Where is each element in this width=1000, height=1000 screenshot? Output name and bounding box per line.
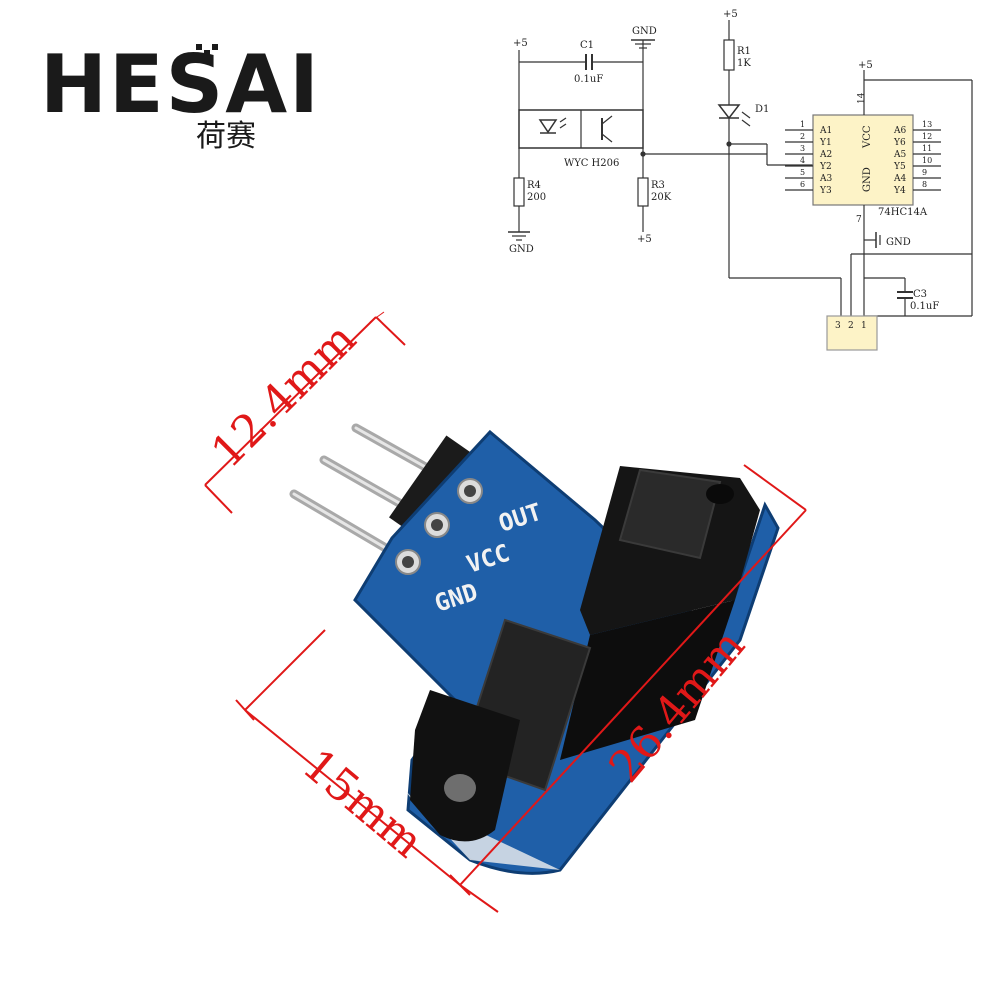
ic-right-pin-4: Y5 bbox=[893, 162, 906, 172]
ic-left-num-5: 5 bbox=[800, 168, 805, 177]
ic-right-pin-5: A4 bbox=[893, 174, 906, 184]
ic-left-pin-1: A1 bbox=[819, 126, 832, 136]
ic-right-pin-6: Y4 bbox=[893, 186, 906, 196]
r3-value: 20K bbox=[651, 192, 672, 203]
dimension-lines bbox=[204, 311, 807, 913]
ic-left-pin-6: Y3 bbox=[819, 186, 832, 196]
supply-label-1: +5 bbox=[513, 38, 528, 49]
ic-left-num-2: 2 bbox=[800, 132, 805, 141]
connector-pin-3: 3 bbox=[835, 321, 841, 331]
ic-right-num-6: 8 bbox=[922, 180, 927, 189]
ic-left-pin-3: A2 bbox=[819, 150, 832, 160]
c1-ref: C1 bbox=[580, 40, 594, 51]
schematic-labels: +5 C1 0.1uF GND WYC H206 R4 200 GND R3 2… bbox=[509, 9, 939, 331]
ic-right-num-5: 9 bbox=[922, 168, 927, 177]
c3-value: 0.1uF bbox=[910, 301, 939, 312]
supply-label-2: +5 bbox=[637, 234, 652, 245]
ic-left-pin-2: Y1 bbox=[819, 138, 832, 148]
ic-right-num-2: 12 bbox=[922, 132, 932, 141]
brand-name: HESAI bbox=[40, 38, 321, 131]
ic-right-num-1: 13 bbox=[922, 120, 932, 129]
ic-left-num-3: 3 bbox=[800, 144, 805, 153]
brand-dots bbox=[196, 44, 218, 62]
ic-left-num-6: 6 bbox=[800, 180, 805, 189]
ic-left-pin-4: Y2 bbox=[819, 162, 832, 172]
ic-right-pin-1: A6 bbox=[893, 126, 906, 136]
ic-gnd-label: GND bbox=[862, 167, 873, 192]
gnd-label-bottom: GND bbox=[509, 244, 534, 255]
ic-right-pin-3: A5 bbox=[893, 150, 906, 160]
c3-ref: C3 bbox=[913, 289, 927, 300]
supply-label-3: +5 bbox=[723, 9, 738, 20]
r1-ref: R1 bbox=[737, 46, 751, 57]
gnd-label-top: GND bbox=[632, 26, 657, 37]
connector-pin-1: 1 bbox=[861, 321, 867, 331]
supply-label-4: +5 bbox=[858, 60, 873, 71]
ic-right-num-3: 11 bbox=[922, 144, 932, 153]
connector-pin-2: 2 bbox=[848, 321, 854, 331]
r3-ref: R3 bbox=[651, 180, 665, 191]
r1-value: 1K bbox=[737, 58, 751, 69]
ic-part: 74HC14A bbox=[878, 207, 928, 218]
sensor-module: OUT VCC GND bbox=[289, 423, 780, 875]
gnd-tag: GND bbox=[886, 237, 911, 248]
ic-left-pin-5: A3 bbox=[819, 174, 832, 184]
circuit-schematic bbox=[508, 20, 973, 351]
d1-ref: D1 bbox=[755, 104, 769, 115]
opto-interrupter bbox=[410, 466, 760, 842]
mount-hole bbox=[444, 774, 476, 802]
ic-right-num-4: 10 bbox=[922, 156, 932, 165]
sensor-name: WYC H206 bbox=[564, 158, 619, 169]
brand-logo: HESAI 荷赛 bbox=[40, 38, 321, 154]
brand-subtitle: 荷赛 bbox=[196, 119, 256, 154]
c1-value: 0.1uF bbox=[574, 74, 603, 85]
r4-value: 200 bbox=[527, 192, 546, 203]
ic-vcc-label: VCC bbox=[862, 125, 873, 149]
dimension-width: 12.4mm bbox=[202, 313, 366, 477]
ic-right-pin-2: Y6 bbox=[893, 138, 906, 148]
ic-left-num-1: 1 bbox=[800, 120, 805, 129]
ic-left-num-4: 4 bbox=[800, 156, 805, 165]
ic-vcc-pin: 14 bbox=[857, 92, 867, 104]
r4-ref: R4 bbox=[527, 180, 541, 191]
ic-gnd-pin: 7 bbox=[856, 215, 862, 225]
